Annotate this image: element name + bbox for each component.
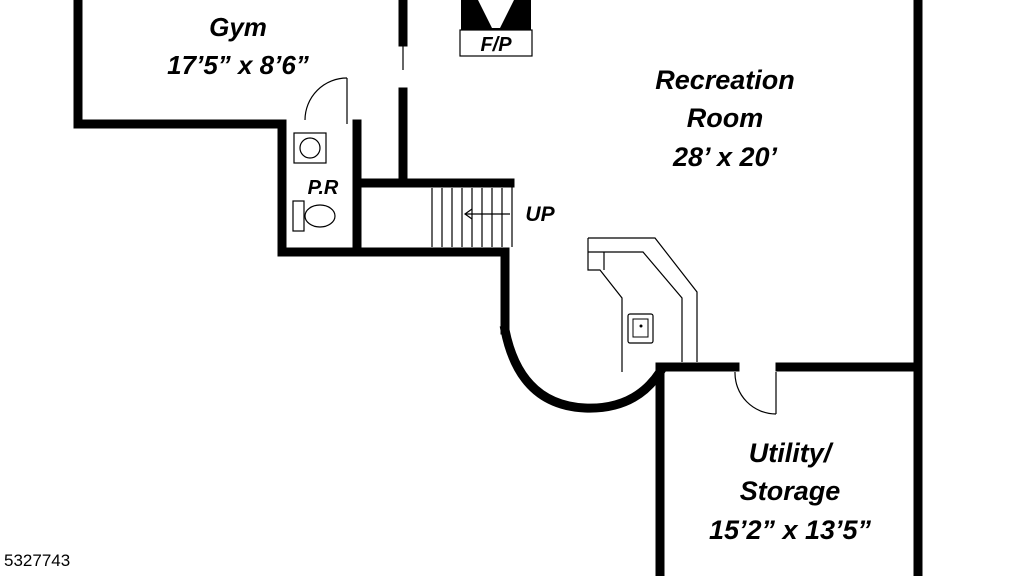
rec-room-name-line1: Recreation: [655, 65, 795, 95]
toilet-icon: [292, 200, 336, 232]
stair-treads: [431, 185, 513, 247]
bar-sink-icon: [627, 313, 654, 344]
fireplace-label: F/P: [480, 34, 512, 56]
rec-room-name-line2: Room: [687, 103, 764, 133]
utility-name-line2: Storage: [740, 476, 841, 506]
utility-name-line1: Utility/: [749, 438, 834, 468]
powder-room-door: [304, 77, 348, 124]
utility-door: [734, 371, 777, 415]
gym-name: Gym: [209, 12, 267, 42]
rec-room-size: 28’ x 20’: [672, 142, 778, 172]
powder-room-walls: [277, 119, 510, 257]
stair-arrow-icon: [463, 208, 510, 220]
utility-size: 15’2” x 13’5”: [709, 515, 872, 545]
stair-walls: [352, 178, 515, 335]
bar-counter: [587, 237, 698, 372]
powder-room-label: P.R: [308, 177, 339, 199]
utility-walls: [655, 362, 923, 576]
sink-icon: [293, 132, 327, 164]
fireplace-icon: [459, 0, 533, 57]
curved-wall: [499, 324, 667, 413]
gym-size: 17’5” x 8’6”: [167, 50, 309, 80]
gym-walls: [73, 0, 287, 129]
stairs-up-label: UP: [525, 203, 555, 226]
listing-id: 5327743: [4, 551, 71, 570]
